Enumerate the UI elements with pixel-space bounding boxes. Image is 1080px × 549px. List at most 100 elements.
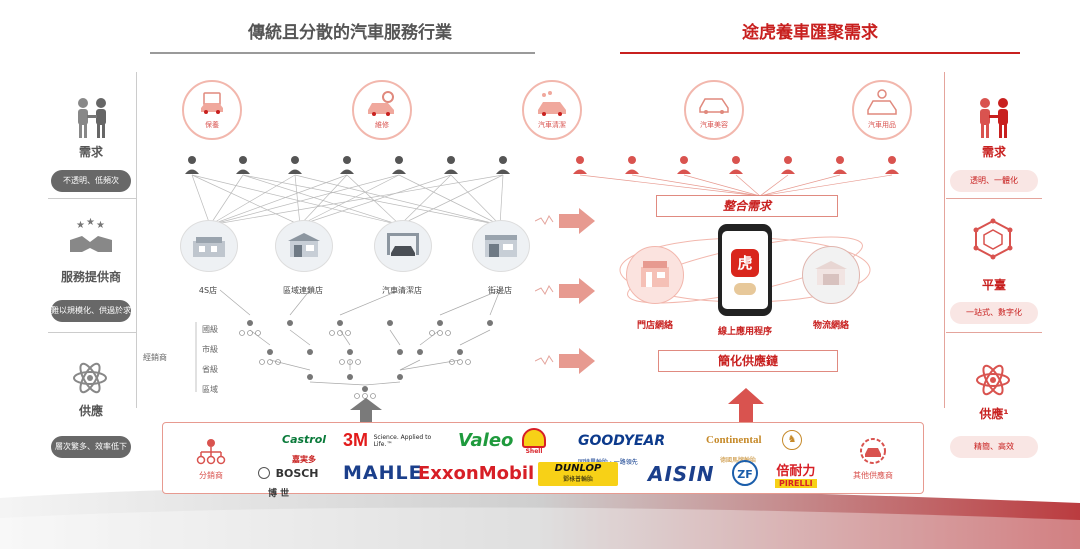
flow-arrow-2 xyxy=(535,278,595,304)
tier-province: 省級 xyxy=(202,365,218,374)
left-header: 傳統且分散的汽車服務行業 xyxy=(248,23,452,43)
integrate-demand-box: 整合需求 xyxy=(656,195,838,217)
handshake-people-icon xyxy=(78,98,106,138)
car-supplies-icon xyxy=(867,89,897,115)
chain-store-icon xyxy=(288,233,320,257)
dunlop-logo-text: DUNLOP xyxy=(554,463,602,474)
continental-horse-icon: ♞ xyxy=(782,430,802,450)
supplies-service-circle: 汽車用品 xyxy=(852,80,912,140)
bottom-swoosh xyxy=(0,486,1080,549)
dealership-building-icon xyxy=(193,237,225,257)
valeo-logo: Valeo xyxy=(458,430,514,451)
phone-screen: 虎 xyxy=(722,231,768,309)
continental-logo-text: Continental xyxy=(706,434,762,446)
three-m-tagline: Science. Applied to Life.™ xyxy=(373,433,432,448)
three-m-logo: 3M Science. Applied to Life.™ xyxy=(343,430,434,451)
bosch-emblem-icon xyxy=(258,466,270,479)
dunlop-cn-text: 鄧祿普輪胎 xyxy=(562,476,593,483)
mahle-logo: MAHLE xyxy=(343,462,423,484)
car-beauty-icon xyxy=(699,98,729,114)
up-arrow-grey xyxy=(350,398,382,424)
right-supply-desc: 精簡、高效 xyxy=(950,436,1038,458)
car-wash-station-icon xyxy=(387,233,419,256)
distributor-label: 經銷商 xyxy=(143,353,167,362)
continental-logo: Continental 德國馬牌輪胎 xyxy=(706,428,762,466)
shop-cleaning xyxy=(374,220,432,272)
shop-street xyxy=(472,220,530,272)
svg-text:★: ★ xyxy=(96,220,105,231)
svg-text:★: ★ xyxy=(76,220,85,231)
network-cube-icon xyxy=(973,218,1013,260)
clipboard-car-icon xyxy=(201,92,223,114)
shell-logo-text: Shell xyxy=(525,448,543,455)
bosch-logo: BOSCH 博 世 xyxy=(258,462,319,500)
distributor-tree-icon xyxy=(196,439,226,465)
pirelli-logo: 倍耐力 PIRELLI xyxy=(775,460,817,488)
right-platform-desc: 一站式、數字化 xyxy=(950,302,1038,324)
aisin-logo: AISIN xyxy=(648,462,715,486)
zf-logo: ZF xyxy=(732,460,758,486)
left-providers-desc: 難以規模化、供過於求 xyxy=(51,300,131,322)
left-header-rule xyxy=(150,52,535,54)
castrol-logo-text: Castrol xyxy=(282,433,327,446)
atom-icon-left xyxy=(73,362,107,394)
three-m-logo-text: 3M xyxy=(343,430,369,450)
pirelli-logo-text: PIRELLI xyxy=(775,479,817,488)
left-sep-2 xyxy=(48,332,136,333)
atom-icon-right xyxy=(976,364,1010,396)
right-divider xyxy=(944,72,945,408)
shop-4s xyxy=(180,220,238,272)
right-demand-desc: 透明、一體化 xyxy=(950,170,1038,192)
car-wash-icon xyxy=(538,91,566,116)
distributor-icon-label: 分銷商 xyxy=(199,471,223,480)
store-building-icon xyxy=(641,261,669,287)
other-suppliers-label: 其他供應商 xyxy=(853,471,893,480)
left-demand-desc: 不透明、低頻次 xyxy=(51,170,131,192)
tier-city: 市級 xyxy=(202,345,218,354)
right-demand-title: 需求 xyxy=(981,145,1006,159)
app-label: 線上應用程序 xyxy=(717,327,772,337)
simplify-supply-box: 簡化供應鏈 xyxy=(658,350,838,372)
logistics-network-label: 物流網絡 xyxy=(812,321,849,331)
left-supply-desc: 層次繁多、效率低下 xyxy=(51,436,131,458)
right-platform-title: 平臺 xyxy=(981,278,1006,292)
repair-service-circle: 維修 xyxy=(352,80,412,140)
shell-logo: Shell xyxy=(519,428,549,455)
shop-4s-label: 4S店 xyxy=(198,286,218,295)
handshake-people-icon-right xyxy=(980,98,1008,138)
supplies-label: 汽車用品 xyxy=(868,121,896,129)
phone-app[interactable]: 虎 xyxy=(718,224,772,316)
left-divider xyxy=(136,72,137,408)
castrol-logo: Castrol 嘉実多 xyxy=(282,428,326,466)
left-sep-1 xyxy=(48,198,136,199)
beauty-service-circle: 汽車美容 xyxy=(684,80,744,140)
exxonmobil-logo: ExxonMobil xyxy=(418,463,535,484)
tuhu-app-icon: 虎 xyxy=(731,249,759,277)
flow-arrow-1 xyxy=(535,208,595,234)
maintenance-service-circle: 保養 xyxy=(182,80,242,140)
beauty-label: 汽車美容 xyxy=(700,121,728,129)
shell-emblem xyxy=(522,428,546,448)
flow-arrow-3 xyxy=(535,348,595,374)
street-shop-icon xyxy=(485,235,517,257)
right-header-rule xyxy=(620,52,1020,54)
cleaning-service-circle: 汽車清潔 xyxy=(522,80,582,140)
cleaning-label: 汽車清潔 xyxy=(538,121,566,129)
shop-street-label: 街邊店 xyxy=(488,286,512,295)
store-network-circle xyxy=(626,246,684,304)
shop-cleaning-label: 汽車清潔店 xyxy=(382,286,422,295)
pirelli-cn-text: 倍耐力 xyxy=(776,464,816,479)
castrol-cn-text: 嘉実多 xyxy=(292,455,316,464)
store-network-label: 門店網絡 xyxy=(636,321,673,331)
svg-text:★: ★ xyxy=(86,218,95,228)
right-sep-1 xyxy=(946,198,1042,199)
goodyear-logo-text: GOODYEAR xyxy=(578,433,666,449)
app-tires-graphic xyxy=(734,283,756,295)
left-demand-title: 需求 xyxy=(78,145,103,159)
gear-car-icon xyxy=(860,438,886,464)
shop-regional-label: 區域連鎖店 xyxy=(283,286,323,295)
left-providers-title: 服務提供商 xyxy=(60,270,121,284)
right-header: 途虎養車匯聚需求 xyxy=(742,23,878,43)
maintenance-label: 保養 xyxy=(205,121,219,129)
